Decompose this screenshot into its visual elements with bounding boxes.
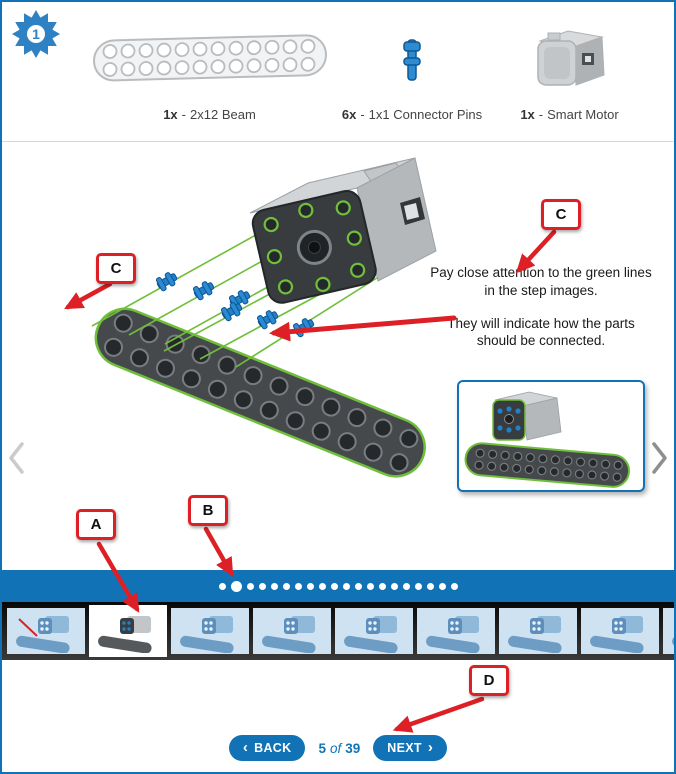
note-paragraph-1: Pay close attention to the green lines i… [430, 265, 652, 298]
filmstrip-thumbnail[interactable] [7, 608, 85, 654]
motor-name: Smart Motor [547, 107, 619, 122]
pins-name: 1x1 Connector Pins [368, 107, 483, 122]
back-button[interactable]: ‹ BACK [228, 735, 306, 761]
chevron-right-icon [652, 442, 667, 474]
pager-dot[interactable] [294, 582, 302, 590]
motor-qty: 1x [520, 107, 535, 122]
pager-dot[interactable] [426, 582, 434, 590]
pager-bar [2, 570, 674, 602]
part-item-beam: 1x-2x12 Beam [72, 12, 347, 130]
pager-dot[interactable] [438, 582, 446, 590]
next-button[interactable]: NEXT › [373, 735, 448, 761]
filmstrip-thumbnail[interactable] [417, 608, 495, 654]
pin-part-image [399, 12, 425, 107]
pager-dot[interactable] [258, 582, 266, 590]
part-item-motor: 1x-Smart Motor [492, 12, 647, 130]
pager-dot[interactable] [342, 582, 350, 590]
separator: - [538, 107, 544, 122]
pager-dot[interactable] [282, 582, 290, 590]
pager-dot[interactable] [330, 582, 338, 590]
smart-motor-icon [536, 29, 605, 86]
step-number: 1 [32, 26, 40, 42]
pager-dot[interactable] [218, 582, 226, 590]
next-chevron-icon: › [427, 738, 434, 756]
beam-part-label: 1x-2x12 Beam [163, 107, 256, 130]
pager-dot[interactable] [366, 582, 374, 590]
back-button-label: BACK [254, 741, 292, 755]
thumbnail-image [590, 616, 644, 653]
filmstrip-thumbnail[interactable] [499, 608, 577, 654]
beam-qty: 1x [163, 107, 178, 122]
preview-image [464, 391, 631, 488]
parts-header: 1 1x-2x12 Beam [2, 2, 674, 142]
page-current: 5 [318, 740, 326, 756]
separator: - [360, 107, 365, 122]
pager-dot[interactable] [246, 582, 254, 590]
thumbnail-image [262, 616, 316, 653]
filmstrip-thumbnail[interactable] [171, 608, 249, 654]
smart-motor-illustration [249, 157, 437, 304]
callout-b: B [188, 495, 228, 526]
motor-part-image [528, 12, 612, 107]
beam-part-image [90, 12, 330, 107]
connector-pin-icon [403, 38, 421, 81]
pager-dot[interactable] [414, 582, 422, 590]
thumbnail-image [508, 616, 562, 653]
pager-dot[interactable] [354, 582, 362, 590]
pager-dot[interactable] [318, 582, 326, 590]
pager-dot[interactable] [402, 582, 410, 590]
thumbnail-image [672, 635, 674, 653]
beam-name: 2x12 Beam [190, 107, 256, 122]
callout-c-left: C [96, 253, 136, 284]
gear-star-icon: 1 [12, 10, 60, 58]
step-result-preview [457, 380, 645, 492]
separator: - [181, 107, 187, 122]
chevron-left-icon [9, 442, 24, 474]
thumbnail-image [426, 616, 480, 653]
callout-d: D [469, 665, 509, 696]
instruction-note: Pay close attention to the green lines i… [430, 264, 652, 365]
filmstrip-thumbnail[interactable] [253, 608, 331, 654]
next-button-label: NEXT [387, 741, 422, 755]
beam-illustration [94, 307, 426, 478]
preview-beam [464, 442, 631, 488]
step-number-badge: 1 [10, 8, 62, 60]
pager-dot[interactable] [390, 582, 398, 590]
page-total: 39 [345, 740, 361, 756]
filmstrip [2, 602, 674, 660]
thumbnail-image [344, 616, 398, 653]
beam-icon [92, 33, 327, 81]
page-of-text: of [329, 740, 342, 756]
thumbnail-image [180, 616, 234, 653]
thumbnail-image [98, 616, 152, 653]
previous-step-arrow[interactable] [6, 440, 28, 481]
pager-dot[interactable] [378, 582, 386, 590]
filmstrip-thumbnail[interactable] [581, 608, 659, 654]
pager-dot[interactable] [270, 582, 278, 590]
pins-qty: 6x [341, 107, 357, 122]
thumbnail-image [16, 616, 70, 653]
callout-a: A [76, 509, 116, 540]
back-chevron-icon: ‹ [242, 738, 249, 756]
pager-dot-active[interactable] [230, 580, 242, 592]
part-item-pins: 6x-1x1 Connector Pins [332, 12, 492, 130]
pager-dot[interactable] [306, 582, 314, 590]
pager-dot[interactable] [450, 582, 458, 590]
filmstrip-thumbnail[interactable] [663, 608, 674, 654]
arrow-d [392, 696, 485, 733]
next-step-arrow[interactable] [648, 440, 670, 481]
preview-motor [492, 391, 562, 441]
callout-c-right: C [541, 199, 581, 230]
pins-part-label: 6x-1x1 Connector Pins [342, 107, 482, 130]
filmstrip-thumbnail-active[interactable] [89, 605, 167, 657]
note-paragraph-2: They will indicate how the parts should … [447, 315, 635, 349]
filmstrip-thumbnail[interactable] [335, 608, 413, 654]
motor-part-label: 1x-Smart Motor [520, 107, 618, 130]
